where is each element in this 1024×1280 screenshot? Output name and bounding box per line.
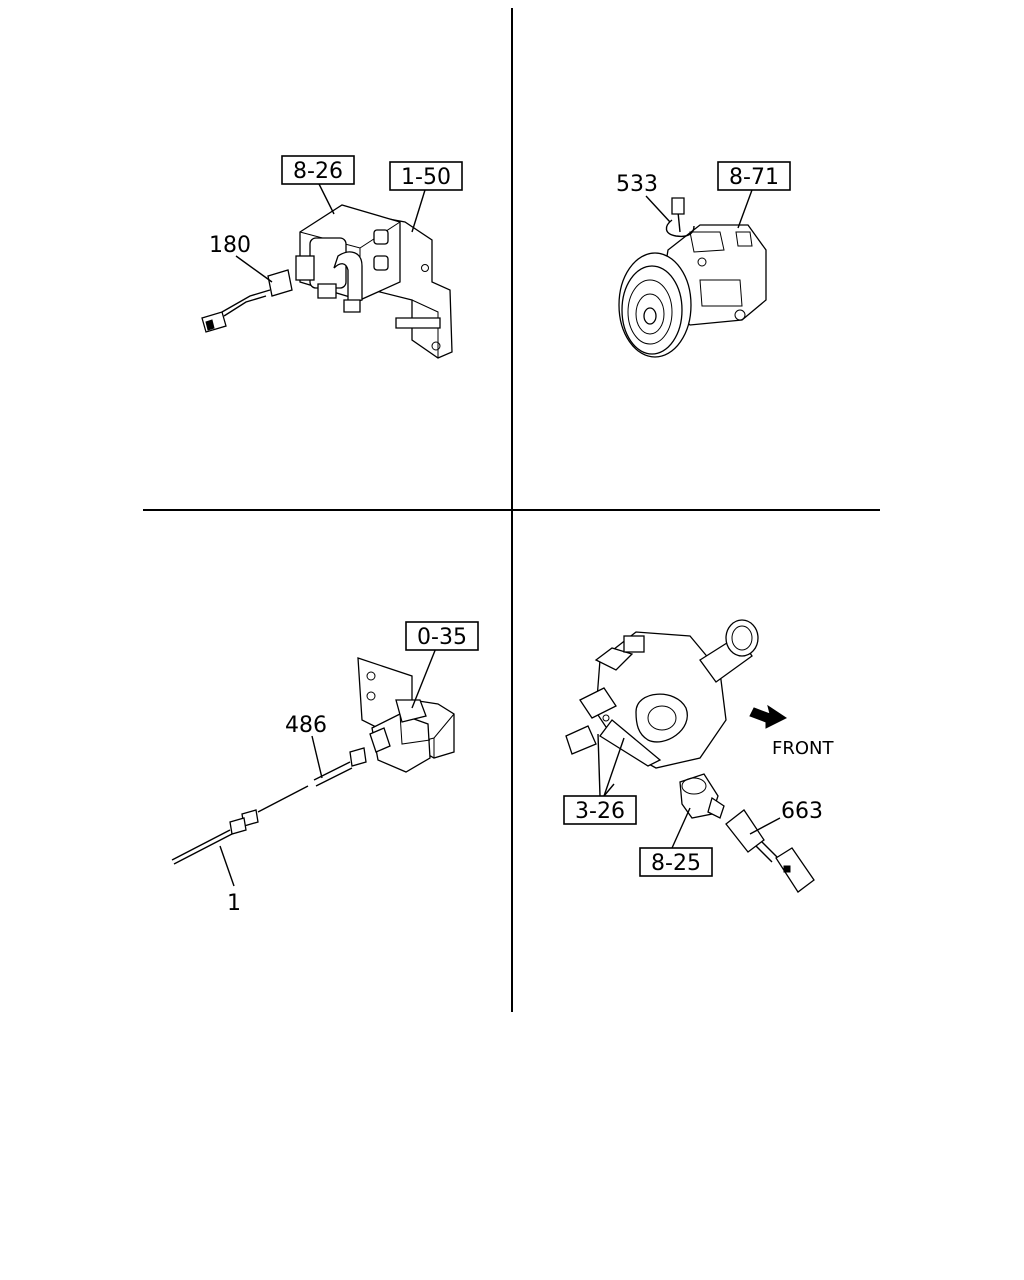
- callout-533: 533: [616, 172, 658, 197]
- bottom-left-assembly: [171, 657, 455, 865]
- callout-8-71: 8-71: [717, 161, 791, 191]
- callout-486: 486: [285, 713, 327, 738]
- callout-label: 0-35: [417, 625, 467, 650]
- callout-label: 8-25: [651, 851, 701, 876]
- callout-0-35: 0-35: [405, 621, 479, 651]
- bottom-right-assembly: [565, 619, 815, 893]
- connector-180: [267, 269, 293, 297]
- callout-1-50: 1-50: [389, 161, 463, 191]
- front-arrow-icon: [749, 704, 787, 729]
- callout-8-26: 8-26: [281, 155, 355, 185]
- callout-180: 180: [209, 233, 251, 258]
- callout-8-25: 8-25: [639, 847, 713, 877]
- callout-663: 663: [781, 799, 823, 824]
- callout-1: 1: [227, 891, 241, 916]
- front-direction-label: FRONT: [772, 738, 834, 759]
- callout-3-26: 3-26: [563, 795, 637, 825]
- connector-663: [725, 809, 765, 853]
- top-left-assembly: [201, 204, 453, 359]
- callout-label: 8-71: [729, 165, 779, 190]
- callout-label: 1-50: [401, 165, 451, 190]
- callout-label: 8-26: [293, 159, 343, 184]
- callout-label: 3-26: [575, 799, 625, 824]
- top-right-assembly: [618, 197, 767, 358]
